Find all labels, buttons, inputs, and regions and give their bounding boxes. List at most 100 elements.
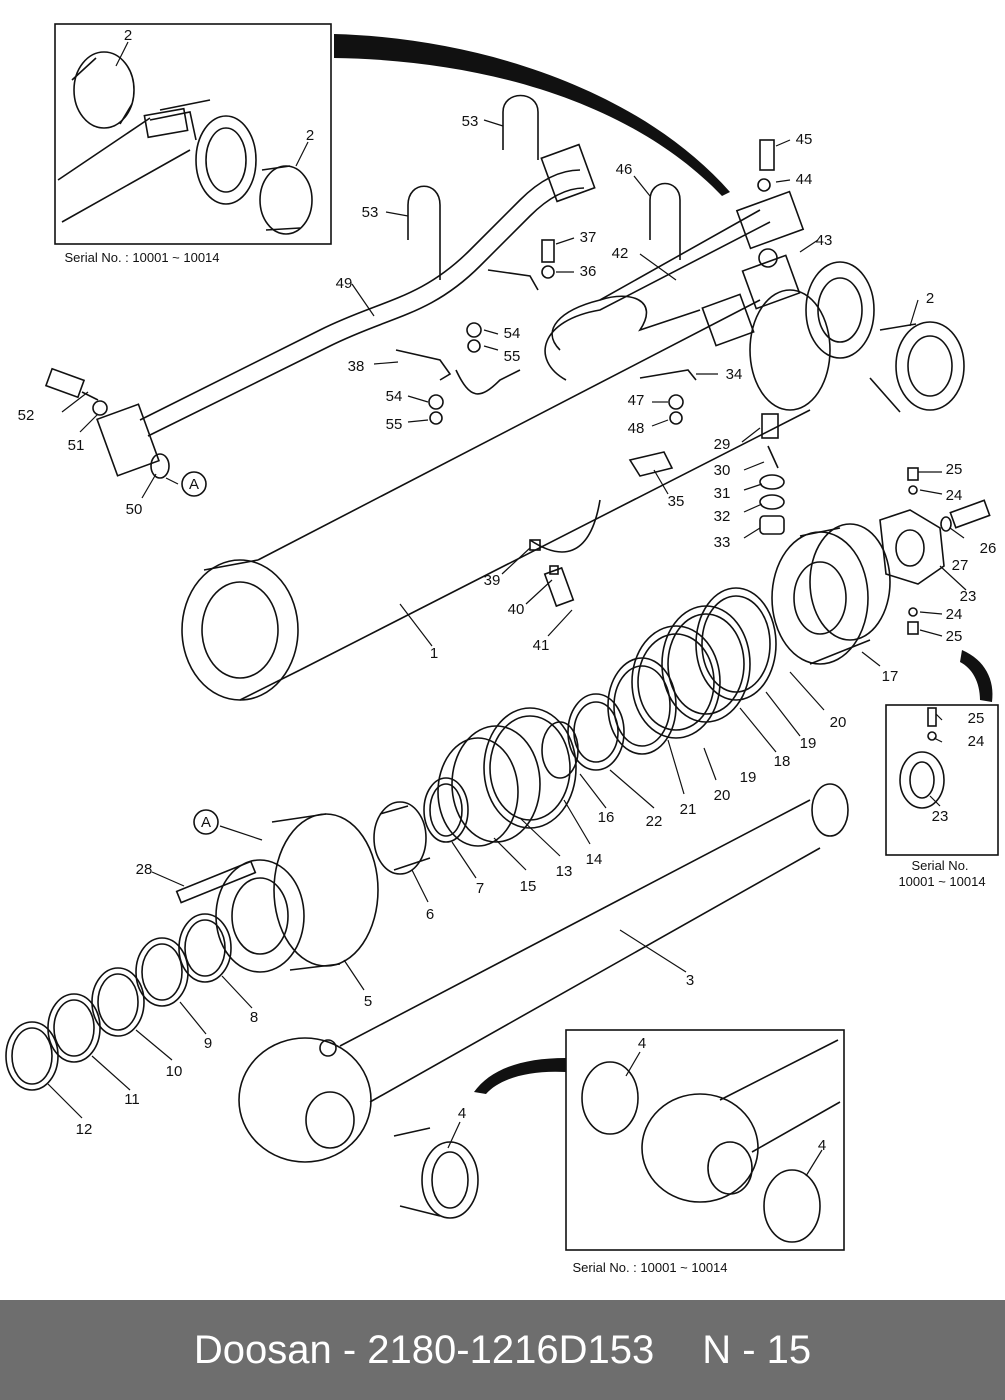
- label-23-a: 23: [960, 588, 977, 605]
- footer-bar: Doosan - 2180-1216D153 N - 15: [0, 1300, 1005, 1400]
- caption-right-line2: 10001 ~ 10014: [898, 874, 985, 889]
- label-8: 8: [250, 1009, 258, 1026]
- seal-rings: [541, 587, 777, 779]
- label-1: 1: [430, 645, 438, 662]
- label-44: 44: [796, 171, 813, 188]
- label-31: 31: [714, 485, 731, 502]
- label-4-a: 4: [458, 1105, 466, 1122]
- label-49: 49: [336, 275, 353, 292]
- inset-top-left-drawing: [57, 51, 313, 235]
- label-40: 40: [508, 601, 525, 618]
- label-47: 47: [628, 392, 645, 409]
- label-24-c: 24: [968, 733, 985, 750]
- label-48: 48: [628, 420, 645, 437]
- label-19-a: 19: [800, 735, 817, 752]
- bushing-part-4: [393, 1127, 479, 1219]
- label-5: 5: [364, 993, 372, 1010]
- exploded-parts-diagram: A A 2 2 53 53 45 46 44 43 37 42 36 49 2 …: [5, 23, 999, 1275]
- bolt-washer-group-left: [44, 367, 170, 479]
- part-labels: A A 2 2 53 53 45 46 44 43 37 42 36 49 2 …: [18, 27, 997, 1275]
- label-23-b: 23: [932, 808, 949, 825]
- label-29: 29: [714, 436, 731, 453]
- inset-top-left: [54, 23, 332, 245]
- label-46: 46: [616, 161, 633, 178]
- label-3: 3: [686, 972, 694, 989]
- label-2-b: 2: [306, 127, 314, 144]
- label-2-a: 2: [124, 27, 132, 44]
- label-4-b: 4: [638, 1035, 646, 1052]
- label-16: 16: [598, 809, 615, 826]
- inset-right-drawing: [899, 707, 945, 809]
- label-21: 21: [680, 801, 697, 818]
- caption-bottom: Serial No. : 10001 ~ 10014: [572, 1260, 727, 1275]
- callout-a-circle-upper: [181, 471, 207, 497]
- label-25-c: 25: [968, 710, 985, 727]
- label-28: 28: [136, 861, 153, 878]
- label-52: 52: [18, 407, 35, 424]
- cylinder-tube-part-1: [181, 261, 875, 701]
- label-55-a: 55: [504, 348, 521, 365]
- bushing-part-2: [869, 321, 965, 413]
- label-43: 43: [816, 232, 833, 249]
- callout-a-circle-lower: [193, 809, 219, 835]
- inset-bottom-drawing: [581, 1039, 841, 1243]
- label-37: 37: [580, 229, 597, 246]
- footer-part-number: Doosan - 2180-1216D153: [193, 1327, 655, 1372]
- label-12: 12: [76, 1121, 93, 1138]
- piston-and-nut: [771, 467, 991, 665]
- label-39: 39: [484, 572, 501, 589]
- small-fittings: [428, 139, 785, 608]
- label-38: 38: [348, 358, 365, 375]
- label-6: 6: [426, 906, 434, 923]
- swoosh-arrow-top: [334, 34, 730, 196]
- footer-page-number: N - 15: [702, 1327, 812, 1372]
- label-36: 36: [580, 263, 597, 280]
- label-10: 10: [166, 1063, 183, 1080]
- label-20-b: 20: [714, 787, 731, 804]
- cylinder-head-part-5: [175, 813, 379, 973]
- label-26: 26: [980, 540, 997, 557]
- label-45: 45: [796, 131, 813, 148]
- label-53-a: 53: [462, 113, 479, 130]
- pipes: [96, 143, 805, 477]
- label-35: 35: [668, 493, 685, 510]
- label-17: 17: [882, 668, 899, 685]
- inset-right: [885, 704, 999, 856]
- label-50: 50: [126, 501, 143, 518]
- label-24-b: 24: [946, 606, 963, 623]
- label-20-a: 20: [830, 714, 847, 731]
- label-41: 41: [533, 637, 550, 654]
- rod-seals: [373, 707, 577, 875]
- label-15: 15: [520, 878, 537, 895]
- wiper-rings: [5, 913, 232, 1091]
- label-9: 9: [204, 1035, 212, 1052]
- label-22: 22: [646, 813, 663, 830]
- label-25-b: 25: [946, 628, 963, 645]
- label-4-c: 4: [818, 1137, 826, 1154]
- label-34: 34: [726, 366, 743, 383]
- inset-bottom: [565, 1029, 845, 1251]
- label-32: 32: [714, 508, 731, 525]
- u-bolts: [395, 94, 697, 553]
- label-25-a: 25: [946, 461, 963, 478]
- swoosh-arrow-bottom: [474, 1058, 566, 1094]
- label-11: 11: [124, 1091, 140, 1108]
- caption-top-left: Serial No. : 10001 ~ 10014: [64, 250, 219, 265]
- label-7: 7: [476, 880, 484, 897]
- label-18: 18: [774, 753, 791, 770]
- leader-lines: [47, 41, 967, 1177]
- callout-a-upper: A: [189, 476, 199, 493]
- swoosh-arrow-right: [960, 650, 993, 702]
- callout-a-lower: A: [201, 814, 211, 831]
- label-14: 14: [586, 851, 603, 868]
- caption-right-line1: Serial No.: [911, 858, 968, 873]
- label-33: 33: [714, 534, 731, 551]
- label-13: 13: [556, 863, 573, 880]
- label-51: 51: [68, 437, 85, 454]
- label-24-a: 24: [946, 487, 963, 504]
- piston-rod-part-3: [238, 783, 849, 1163]
- label-19-b: 19: [740, 769, 757, 786]
- label-53-b: 53: [362, 204, 379, 221]
- label-27: 27: [952, 557, 969, 574]
- label-54-a: 54: [504, 325, 521, 342]
